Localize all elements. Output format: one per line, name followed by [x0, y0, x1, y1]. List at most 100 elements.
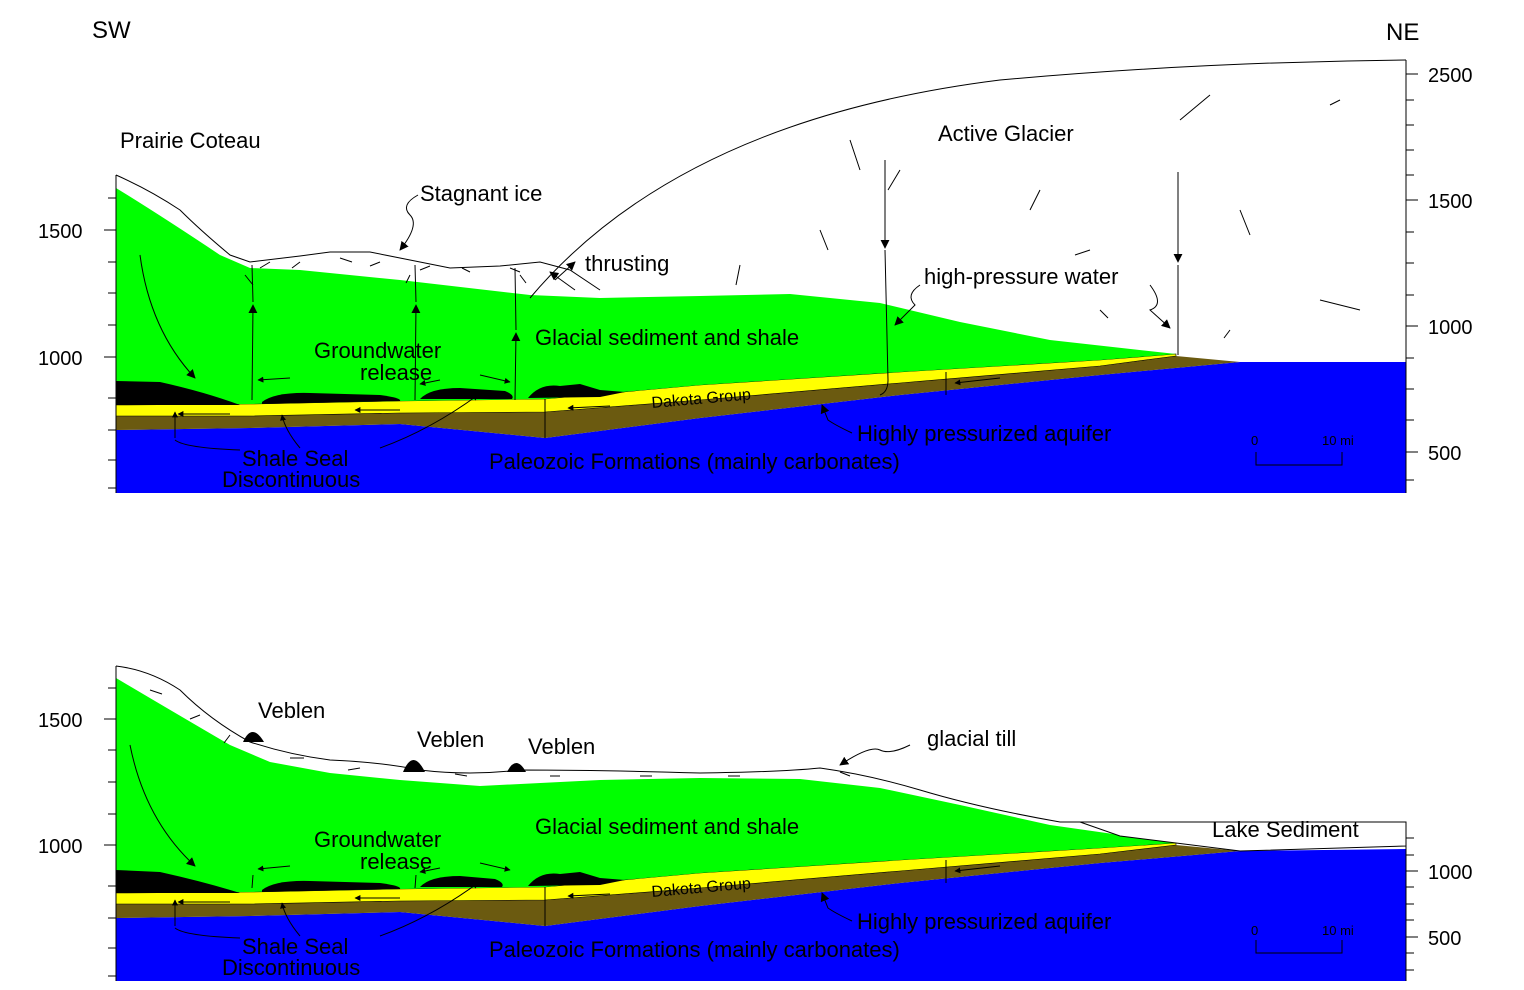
top-cross-section: 1500 1000 2500 1500 1000 500 0 10 mi Pra…	[38, 59, 1473, 493]
dakota-group-layer	[115, 842, 1177, 905]
groundwater-flow-arrow	[411, 304, 421, 401]
right-tick-label: 500	[1428, 443, 1461, 465]
right-tick-label: 1000	[1428, 862, 1473, 884]
recharge-flow-arrow	[139, 254, 196, 379]
left-tick-label: 1500	[38, 710, 83, 732]
pressurized-aquifer-layer	[116, 845, 1240, 926]
veblen-label: Veblen	[528, 734, 595, 759]
paleozoic-layer	[116, 849, 1406, 981]
release-arrow	[257, 376, 291, 383]
column-line	[544, 860, 947, 926]
lake-sediment-label: Lake Sediment	[1212, 817, 1359, 842]
aquifer-flow-arrow	[954, 865, 1001, 874]
glacial-sediment-layer	[116, 678, 1176, 893]
seal-flow-arrow	[379, 394, 479, 449]
veblen-label: Veblen	[258, 698, 325, 723]
left-tick-label: 1500	[38, 221, 83, 243]
ground-surface-line	[115, 174, 601, 291]
glacial-sediment-label: Glacial sediment and shale	[535, 814, 799, 839]
scale-bar	[1255, 940, 1343, 954]
pressurized-aquifer-label: Highly pressurized aquifer	[857, 909, 1111, 934]
shale-seal-label: Shale Seal	[242, 934, 348, 959]
right-tick-label: 1000	[1428, 317, 1473, 339]
direction-sw-label: SW	[92, 17, 131, 44]
left-axis-minor-ticks	[104, 197, 116, 489]
groundwater-label: Groundwater	[314, 827, 441, 852]
high-pressure-water-leader	[894, 284, 921, 326]
scale-start-label: 0	[1251, 923, 1258, 938]
discontinuous-label: Discontinuous	[222, 955, 360, 980]
stagnant-ice-leader	[399, 194, 419, 251]
glacial-sediment-label: Glacial sediment and shale	[535, 325, 799, 350]
groundwater-flow-arrow	[251, 874, 254, 889]
release-label: release	[360, 360, 432, 385]
aquifer-flow-arrow	[954, 377, 1001, 386]
shale-lens	[528, 384, 625, 398]
paleozoic-layer	[116, 362, 1406, 493]
ice-pressure-line	[879, 249, 889, 396]
right-tick-label: 1500	[1428, 191, 1473, 213]
veblen-mound	[403, 760, 425, 772]
release-label: release	[360, 849, 432, 874]
glacial-till-label: glacial till	[927, 726, 1016, 751]
release-arrow	[419, 379, 441, 386]
high-pressure-water-leader	[1149, 284, 1171, 329]
scale-end-label: 10 mi	[1322, 923, 1354, 938]
direction-ne-label: NE	[1386, 19, 1419, 46]
flow-path-line	[251, 264, 517, 331]
discontinuous-label: Discontinuous	[222, 467, 360, 492]
shale-lens	[116, 870, 240, 893]
shale-lens	[420, 388, 513, 399]
glacier-crevasse-marks	[735, 94, 1361, 339]
right-axis-minor-ticks	[1406, 73, 1418, 481]
scale-end-label: 10 mi	[1322, 433, 1354, 448]
high-pressure-water-label: high-pressure water	[924, 264, 1118, 289]
groundwater-flow-arrow	[248, 304, 258, 401]
glacial-sediment-layer	[116, 188, 1176, 405]
glacial-till-leader	[839, 744, 911, 766]
left-axis-minor-ticks	[104, 687, 116, 977]
groundwater-label: Groundwater	[314, 338, 441, 363]
pressurized-aquifer-layer	[116, 356, 1240, 438]
left-tick-label: 1000	[38, 348, 83, 370]
prairie-coteau-label: Prairie Coteau	[120, 128, 261, 153]
groundwater-flow-arrow	[414, 874, 417, 889]
release-arrow	[479, 862, 511, 872]
active-glacier-label: Active Glacier	[938, 121, 1074, 146]
stagnant-ice-label: Stagnant ice	[420, 181, 542, 206]
veblen-label: Veblen	[417, 727, 484, 752]
thrusting-arrow	[549, 271, 576, 291]
shale-lens	[528, 872, 625, 886]
thrusting-label: thrusting	[585, 251, 669, 276]
scale-bar	[1255, 452, 1343, 466]
seal-flow-arrow	[280, 902, 301, 937]
paleozoic-label: Paleozoic Formations (mainly carbonates)	[489, 937, 900, 962]
aquifer-flow-arrow	[567, 892, 611, 899]
shale-lens	[420, 876, 503, 887]
seal-flow-arrow	[174, 439, 241, 451]
shale-seal-label: Shale Seal	[242, 446, 348, 471]
aquifer-leader	[820, 892, 853, 922]
pressurized-aquifer-label: Highly pressurized aquifer	[857, 421, 1111, 446]
aquifer-leader	[820, 404, 853, 434]
seal-flow-arrow	[280, 414, 301, 449]
release-arrow	[479, 374, 511, 384]
glacier-outline	[529, 59, 1407, 299]
shale-lens	[262, 880, 401, 892]
paleozoic-label: Paleozoic Formations (mainly carbonates)	[489, 449, 900, 474]
right-tick-label: 500	[1428, 928, 1461, 950]
release-arrow	[419, 867, 441, 874]
till-texture	[149, 689, 851, 777]
shale-lens	[262, 392, 401, 404]
seal-flow-arrow	[174, 927, 241, 939]
right-tick-label: 2500	[1428, 65, 1473, 87]
left-tick-label: 1000	[38, 836, 83, 858]
bottom-cross-section: 1500 1000 1000 500 0 10 mi Veblen Veblen…	[38, 665, 1473, 981]
groundwater-flow-arrow	[511, 332, 521, 401]
right-axis-minor-ticks	[1406, 837, 1418, 971]
scale-start-label: 0	[1251, 433, 1258, 448]
seal-flow-arrow	[379, 882, 479, 937]
release-arrow	[257, 865, 291, 872]
ground-surface-line	[115, 665, 1406, 823]
